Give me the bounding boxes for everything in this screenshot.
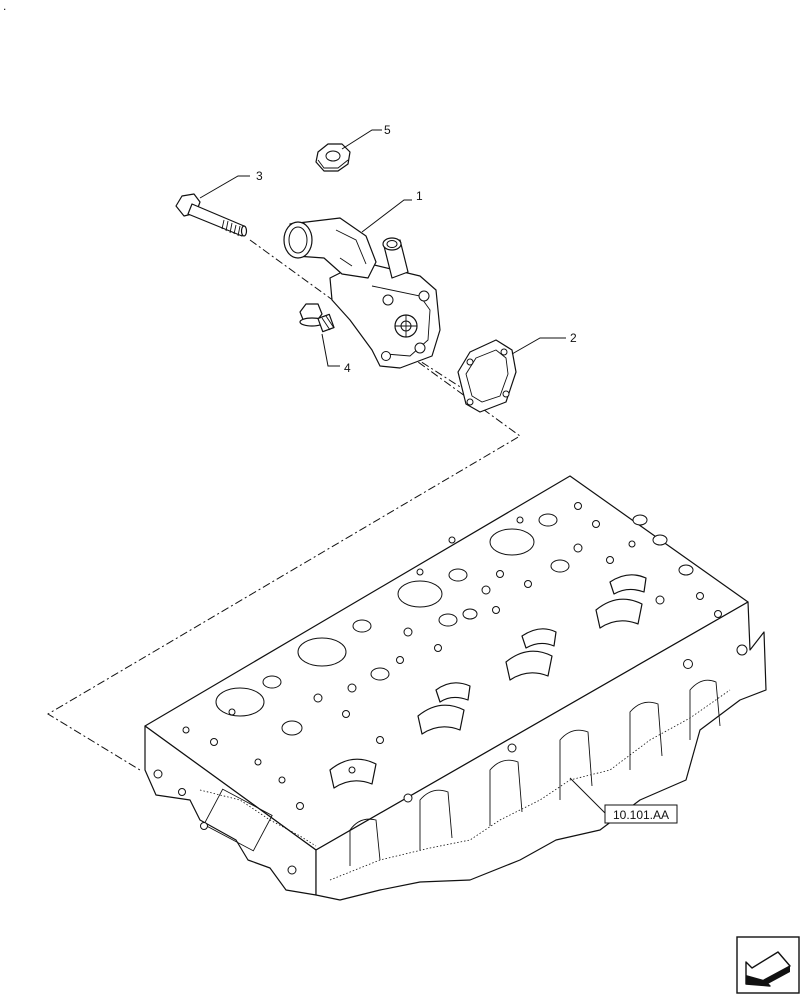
callout-4: 4 bbox=[344, 361, 351, 375]
cylinder-head-part bbox=[144, 475, 767, 901]
callout-leader-4 bbox=[321, 333, 340, 367]
callout-leader-5 bbox=[341, 129, 382, 150]
reference-box bbox=[604, 804, 678, 824]
corner-mark: . bbox=[3, 0, 6, 13]
gasket-part bbox=[457, 339, 517, 413]
long-bolt-part bbox=[175, 193, 248, 237]
callout-leader-1 bbox=[361, 199, 412, 233]
reference-label: 10.101.AA bbox=[613, 808, 669, 822]
hex-nut-part bbox=[315, 143, 351, 172]
short-bolt-part bbox=[299, 303, 335, 333]
thermostat-housing-part bbox=[283, 217, 441, 369]
reference-leader bbox=[569, 777, 607, 815]
callout-2: 2 bbox=[570, 331, 577, 345]
callout-leader-3 bbox=[199, 175, 250, 199]
callout-leader-2 bbox=[511, 337, 566, 355]
callout-3: 3 bbox=[256, 169, 263, 183]
callout-5: 5 bbox=[384, 123, 391, 137]
callout-1: 1 bbox=[416, 189, 423, 203]
next-page-arrow-icon[interactable] bbox=[736, 936, 800, 994]
